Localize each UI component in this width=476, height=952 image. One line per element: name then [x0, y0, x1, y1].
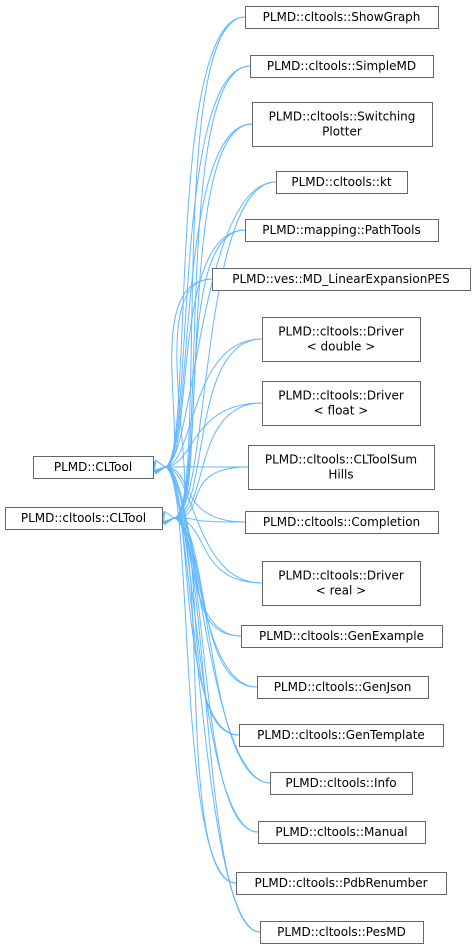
class-node-label: PLMD::cltools::Manual: [275, 825, 407, 839]
class-node-box: [33, 456, 154, 479]
class-node-cltool[interactable]: PLMD::CLTool: [33, 456, 154, 479]
inheritance-edge-cltool-driver_float: [165, 402, 263, 467]
class-node-gentemplate[interactable]: PLMD::cltools::GenTemplate: [239, 724, 444, 747]
class-node-box: [212, 268, 471, 291]
class-node-label: PLMD::cltools::Switching: [269, 110, 416, 124]
inheritance-edge-cltools_cltool-mdlinear: [174, 278, 213, 518]
inheritance-edge-cltool-switchingplotter: [165, 123, 253, 467]
class-node-label: PLMD::cltools::Driver: [278, 325, 404, 339]
class-node-pdbrenumber[interactable]: PLMD::cltools::PdbRenumber: [236, 872, 447, 895]
inheritance-edge-cltools_cltool-genjson: [174, 518, 258, 688]
inheritance-edge-cltool-info: [165, 467, 271, 784]
class-node-label: PLMD::cltools::kt: [291, 175, 392, 189]
class-node-label: PLMD::cltools::Info: [285, 776, 396, 790]
class-node-simplemd[interactable]: PLMD::cltools::SimpleMD: [250, 55, 434, 78]
inheritance-edge-cltools_cltool-info: [174, 518, 271, 784]
inheritance-edge-cltool-gentemplate: [165, 467, 240, 736]
class-node-pathtools[interactable]: PLMD::mapping::PathTools: [245, 219, 439, 242]
class-node-label: < double >: [307, 340, 376, 354]
class-node-box: [245, 219, 439, 242]
inheritance-edge-cltool-driver_double: [165, 338, 263, 467]
class-node-label: PLMD::cltools::PesMD: [277, 925, 406, 939]
class-node-box: [276, 171, 408, 194]
class-node-label: PLMD::ves::MD_LinearExpansionPES: [232, 272, 450, 286]
inheritance-edge-cltool-pathtools: [165, 229, 246, 467]
class-node-label: PLMD::cltools::CLToolSum: [265, 453, 417, 467]
class-node-label: Hills: [328, 468, 353, 482]
inheritance-edge-cltool-kt: [165, 181, 277, 467]
class-node-mdlinear[interactable]: PLMD::ves::MD_LinearExpansionPES: [212, 268, 471, 291]
class-node-label: PLMD::cltools::CLTool: [21, 511, 146, 525]
class-node-genexample[interactable]: PLMD::cltools::GenExample: [241, 625, 443, 648]
inheritance-edges: [165, 16, 277, 933]
inheritance-edge-cltools_cltool-completion: [174, 518, 246, 522]
class-node-driver_float[interactable]: PLMD::cltools::Driver< float >: [262, 381, 421, 426]
class-node-box: [260, 921, 424, 944]
class-node-box: [239, 724, 444, 747]
class-node-driver_double[interactable]: PLMD::cltools::Driver< double >: [262, 317, 421, 362]
inheritance-edge-cltools_cltool-pesmd: [174, 518, 261, 933]
inheritance-edge-cltools_cltool-gentemplate: [174, 518, 240, 736]
class-node-label: PLMD::cltools::PdbRenumber: [254, 876, 427, 890]
inheritance-edge-cltools_cltool-pathtools: [174, 229, 246, 518]
inheritance-edge-cltools_cltool-manual: [174, 518, 259, 833]
class-node-box: [241, 625, 443, 648]
class-node-box: [257, 676, 429, 699]
class-node-box: [262, 317, 421, 362]
class-node-genjson[interactable]: PLMD::cltools::GenJson: [257, 676, 429, 699]
inheritance-edge-cltools_cltool-genexample: [174, 518, 242, 637]
class-node-box: [248, 445, 435, 490]
inheritance-edge-cltool-pesmd: [165, 467, 261, 933]
class-node-box: [262, 381, 421, 426]
class-node-driver_real[interactable]: PLMD::cltools::Driver< real >: [262, 561, 421, 606]
class-node-box: [270, 772, 413, 795]
class-node-box: [258, 821, 426, 844]
inheritance-edge-cltools_cltool-switchingplotter: [174, 123, 253, 518]
class-node-showgraph[interactable]: PLMD::cltools::ShowGraph: [245, 6, 439, 29]
class-node-box: [236, 872, 447, 895]
inheritance-edge-cltools_cltool-driver_double: [174, 338, 263, 518]
class-node-label: PLMD::cltools::Driver: [278, 389, 404, 403]
class-node-box: [262, 561, 421, 606]
inheritance-edge-cltool-driver_real: [165, 467, 263, 584]
class-node-label: PLMD::cltools::SimpleMD: [267, 59, 416, 73]
class-node-cltools_cltool[interactable]: PLMD::cltools::CLTool: [5, 507, 163, 530]
class-node-manual[interactable]: PLMD::cltools::Manual: [258, 821, 426, 844]
class-nodes: PLMD::CLToolPLMD::cltools::CLToolPLMD::c…: [5, 6, 471, 944]
class-node-pesmd[interactable]: PLMD::cltools::PesMD: [260, 921, 424, 944]
class-node-label: PLMD::cltools::GenExample: [259, 629, 424, 643]
class-node-box: [250, 55, 434, 78]
class-node-kt[interactable]: PLMD::cltools::kt: [276, 171, 408, 194]
inheritance-edge-cltool-manual: [165, 467, 259, 833]
class-node-box: [5, 507, 163, 530]
class-node-label: < float >: [314, 404, 369, 418]
class-node-label: PLMD::cltools::Driver: [278, 569, 404, 583]
class-node-label: PLMD::cltools::GenTemplate: [257, 728, 425, 742]
class-node-box: [245, 6, 439, 29]
class-node-info[interactable]: PLMD::cltools::Info: [270, 772, 413, 795]
class-node-label: < real >: [316, 584, 366, 598]
class-node-label: PLMD::mapping::PathTools: [262, 223, 420, 237]
inheritance-edge-cltool-showgraph: [165, 16, 246, 467]
inheritance-edge-cltool-genjson: [165, 467, 258, 688]
inheritance-edge-cltool-completion: [165, 467, 246, 523]
class-node-label: PLMD::cltools::GenJson: [274, 680, 412, 694]
class-node-completion[interactable]: PLMD::cltools::Completion: [245, 511, 439, 534]
class-node-label: PLMD::cltools::ShowGraph: [263, 10, 421, 24]
class-node-label: PLMD::CLTool: [54, 460, 132, 474]
inheritance-edge-cltools_cltool-driver_real: [174, 518, 263, 584]
class-node-label: PLMD::cltools::Completion: [263, 515, 420, 529]
class-node-box: [245, 511, 439, 534]
inheritance-edge-cltools_cltool-kt: [174, 181, 277, 518]
inheritance-edge-cltools_cltool-driver_float: [174, 402, 263, 518]
inheritance-edge-cltools_cltool-cltoolsumhills: [174, 466, 249, 518]
class-node-label: Plotter: [322, 125, 362, 139]
class-node-box: [252, 102, 433, 147]
inheritance-edge-cltool-mdlinear: [165, 278, 213, 467]
